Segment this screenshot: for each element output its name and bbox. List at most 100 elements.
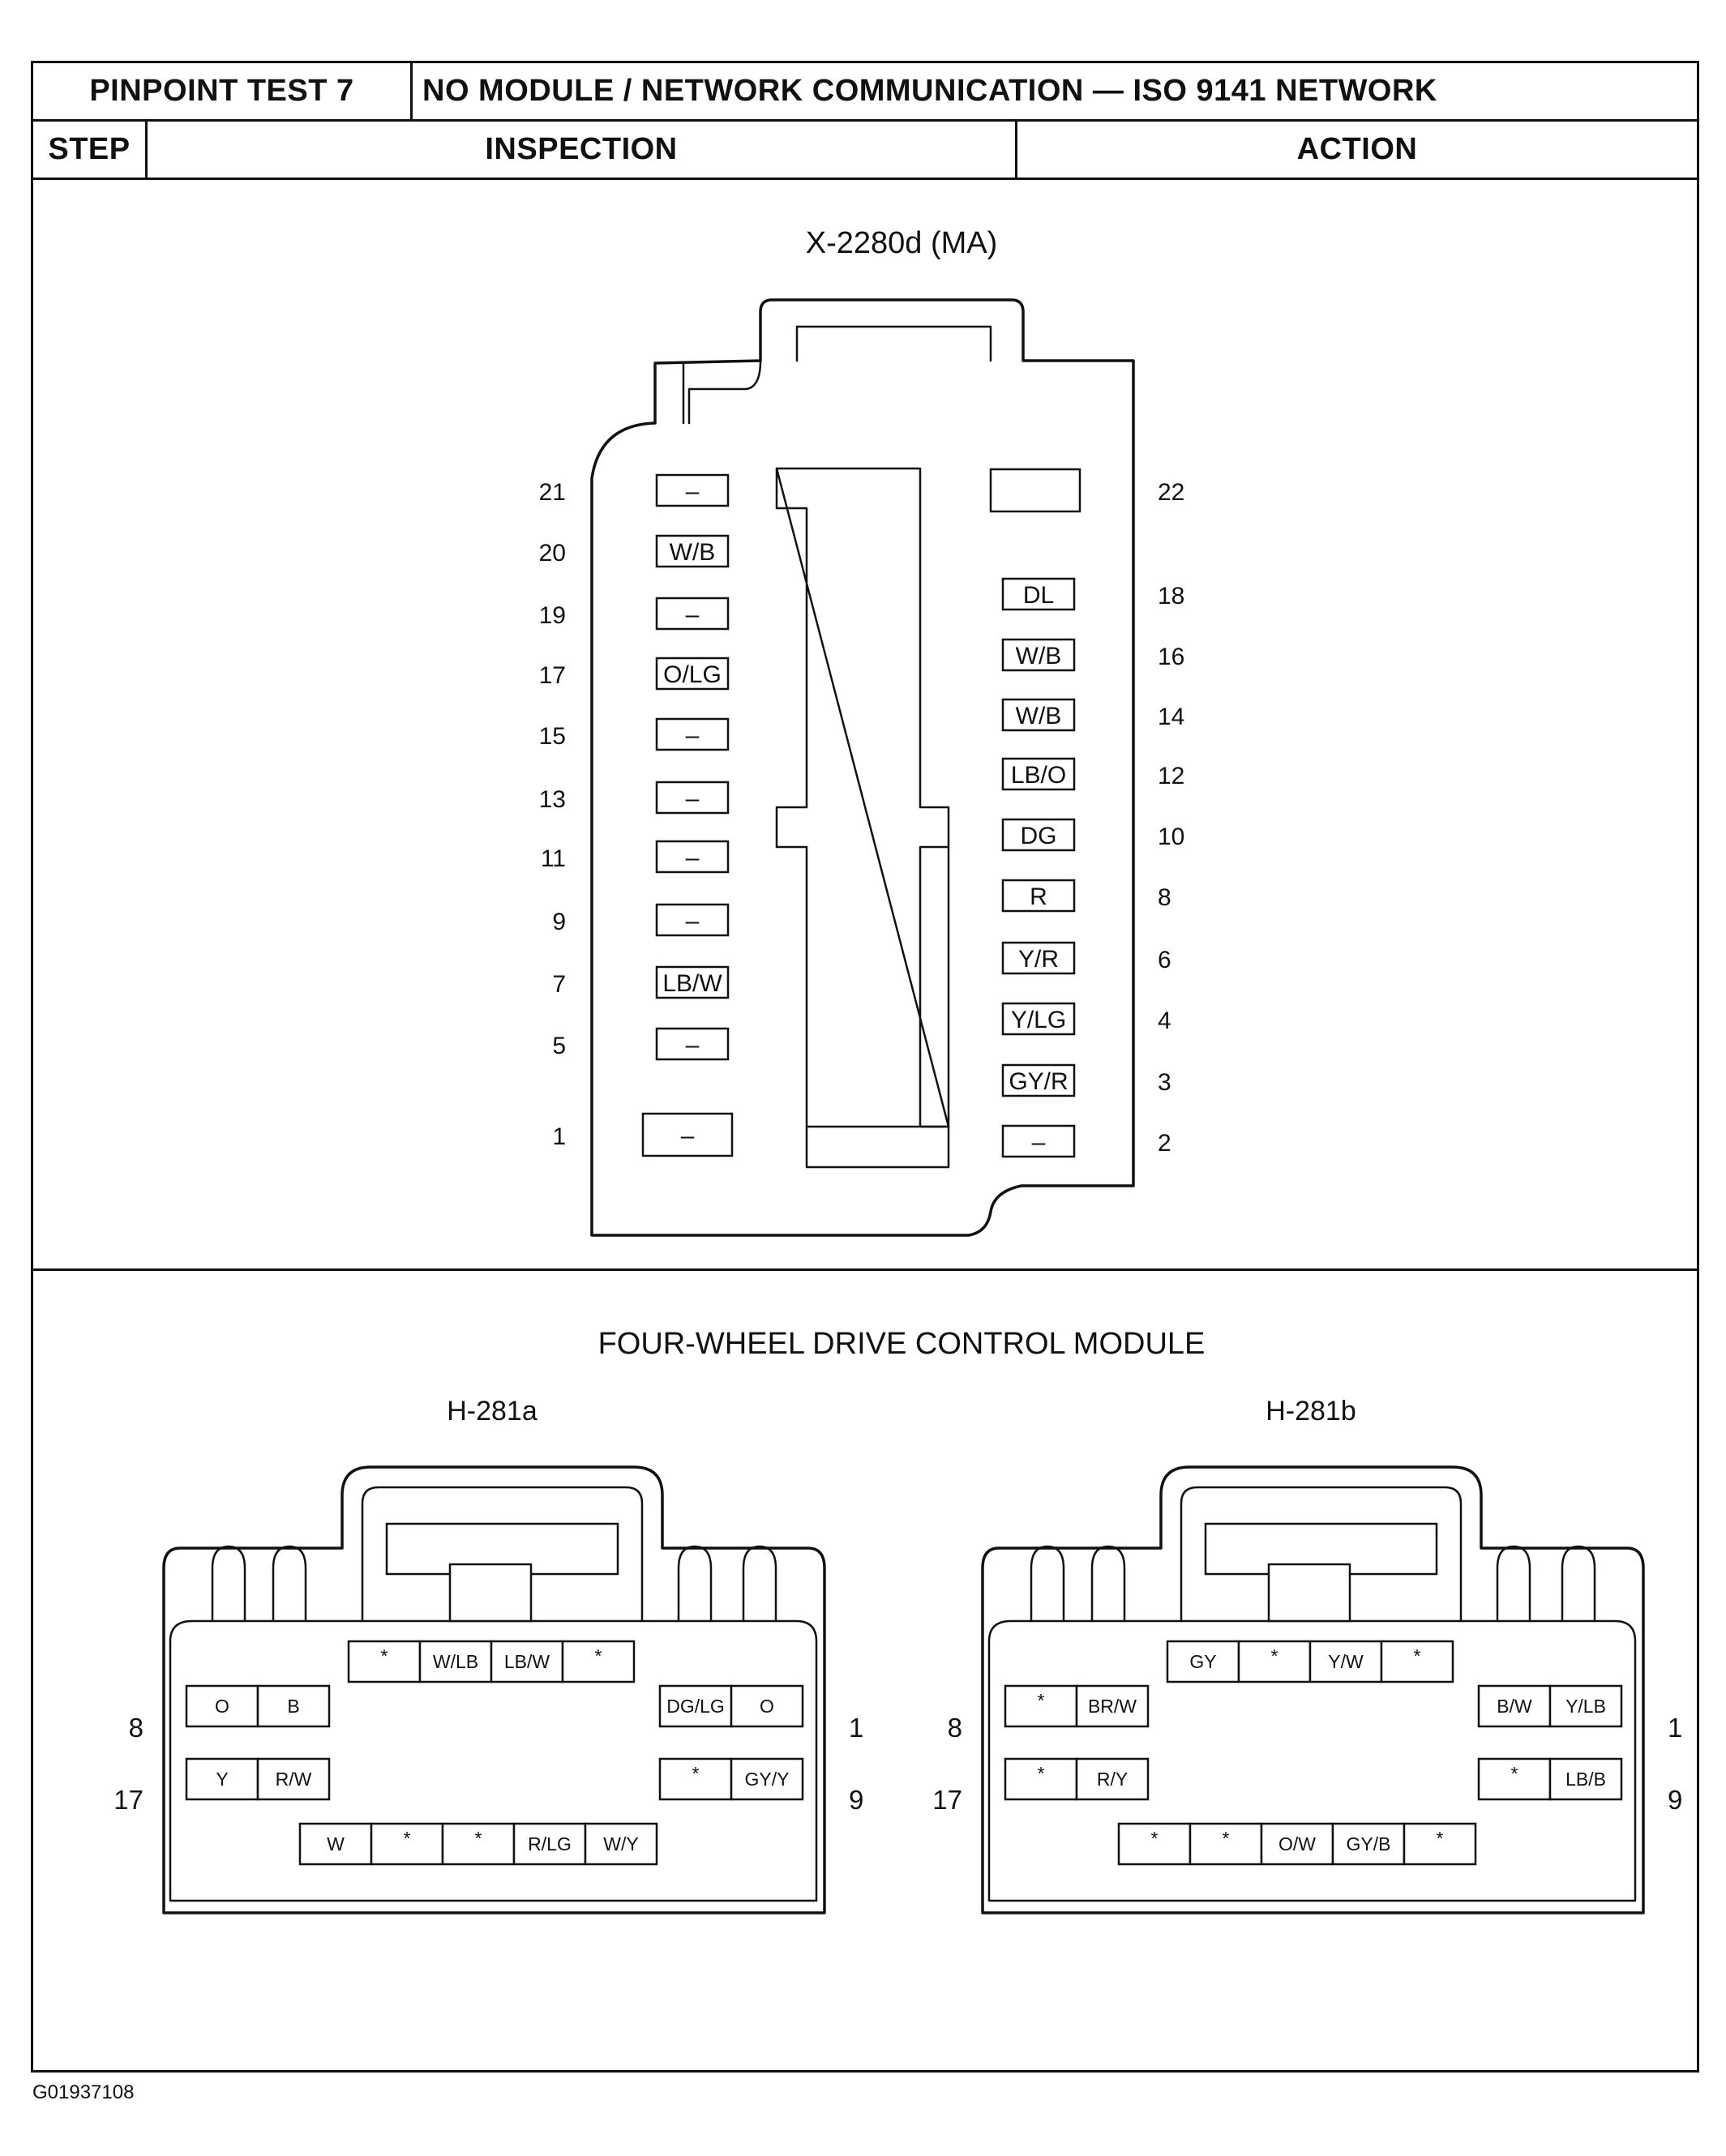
wire-color-label: –: [686, 908, 700, 935]
wire-color-label: GY/Y: [745, 1769, 790, 1790]
center-key: [775, 467, 950, 1128]
pin-number: 9: [552, 909, 566, 935]
test-label: PINPOINT TEST 7: [89, 74, 354, 108]
pin-cell: [561, 1640, 636, 1683]
pin-box: [655, 717, 730, 751]
wire-color-label: O: [760, 1696, 774, 1717]
pin-box: [655, 473, 730, 507]
wire-color-label: O/LG: [663, 661, 722, 688]
housing-rib: [1496, 1545, 1531, 1623]
pin-cell: [584, 1822, 658, 1866]
pin-box: [1001, 577, 1076, 611]
pin-box: [1001, 757, 1076, 791]
title-row: PINPOINT TEST 7 NO MODULE / NETWORK COMM…: [33, 63, 1697, 122]
pin-cell: [1075, 1684, 1150, 1728]
pin-box: [655, 1027, 730, 1061]
wire-color-label: LB/W: [662, 970, 722, 997]
wire-color-label: –: [686, 785, 700, 812]
wire-color-label: –: [686, 601, 700, 628]
housing-rib: [1090, 1545, 1126, 1623]
wire-color-label: –: [686, 722, 700, 749]
wire-color-label: GY: [1189, 1651, 1216, 1672]
pin-box: [655, 597, 730, 631]
wire-color-label: DG/LG: [666, 1696, 725, 1717]
wire-color-label: *: [404, 1828, 411, 1849]
pin-number: 3: [1158, 1069, 1171, 1096]
connector-face: [987, 1619, 1637, 1902]
connector-x2280d-body: [590, 298, 1135, 1237]
wire-color-label: *: [1038, 1690, 1045, 1711]
pin-number: 17: [539, 662, 566, 689]
latch-key: [1267, 1563, 1351, 1623]
pin-number: 8: [129, 1713, 143, 1743]
wire-color-label: *: [1511, 1763, 1518, 1784]
col-inspection: INSPECTION: [485, 132, 678, 166]
housing-rib: [1030, 1545, 1065, 1623]
connector-name: H-281b: [1266, 1396, 1356, 1427]
wire-color-label: LB/W: [504, 1651, 550, 1672]
pin-number: 2: [1158, 1130, 1171, 1157]
connector-x2280d: X-2280d (MA) –21W/B20–19O/LG17–15–13–11–…: [539, 226, 1184, 1237]
pin-cell: [512, 1822, 587, 1866]
wire-color-label: –: [681, 1123, 695, 1149]
housing-rib: [272, 1545, 307, 1623]
wire-color-label: DG: [1021, 823, 1057, 849]
module-title: FOUR-WHEEL DRIVE CONTROL MODULE: [598, 1327, 1206, 1361]
pin-box: [655, 965, 730, 999]
pin-box: [655, 657, 730, 691]
pin-box: [1001, 1002, 1076, 1036]
pin-number: 8: [1158, 884, 1171, 911]
pin-number: 9: [849, 1785, 863, 1815]
pin-box: [655, 840, 730, 874]
pin-number: 16: [1158, 644, 1184, 670]
center-key: [775, 467, 950, 1169]
pin-number: 12: [1158, 763, 1184, 789]
housing-rib: [677, 1545, 713, 1623]
pin-cell: [1260, 1822, 1334, 1866]
pin-number: 10: [1158, 823, 1184, 850]
wire-color-label: R: [1030, 883, 1047, 910]
wire-color-label: W/Y: [603, 1833, 638, 1854]
pin-cell: [185, 1757, 259, 1801]
wire-color-label: –: [1032, 1129, 1046, 1156]
wire-color-label: –: [686, 845, 700, 871]
housing-rib: [1561, 1545, 1596, 1623]
wire-color-label: *: [1038, 1763, 1045, 1784]
connector-name: H-281a: [447, 1396, 538, 1427]
pin-cell: [1075, 1757, 1150, 1801]
wire-color-label: *: [475, 1828, 482, 1849]
pin-number: 1: [849, 1713, 863, 1743]
wire-color-label: Y/R: [1018, 946, 1059, 973]
pin-cell: [256, 1684, 331, 1728]
pin-box: [1001, 879, 1076, 913]
pin-cell: [1004, 1757, 1078, 1801]
wire-color-label: R/Y: [1097, 1769, 1128, 1790]
wire-color-label: –: [686, 1032, 700, 1059]
pin-box: [655, 781, 730, 815]
pin-number: 9: [1668, 1785, 1682, 1815]
pinpoint-test-table: PINPOINT TEST 7 NO MODULE / NETWORK COMM…: [31, 61, 1699, 2073]
divider: [1015, 122, 1017, 178]
wire-color-label: W/B: [1016, 643, 1062, 669]
pin-box: [1001, 698, 1076, 732]
wire-color-label: B/W: [1497, 1696, 1532, 1717]
pin-number: 15: [539, 723, 566, 750]
pin-number: 6: [1158, 947, 1171, 973]
pin-number: 1: [552, 1123, 566, 1150]
wire-color-label: W/B: [1016, 703, 1062, 729]
wire-color-label: LB/O: [1011, 762, 1066, 789]
wire-color-label: *: [1414, 1645, 1421, 1666]
pin-number: 7: [552, 971, 566, 998]
housing-rib: [742, 1545, 777, 1623]
pin-box: [655, 534, 730, 568]
wire-color-label: *: [595, 1645, 602, 1666]
pin-box: [655, 903, 730, 937]
pin-box: [641, 1112, 734, 1157]
pin-box: [1001, 818, 1076, 852]
wire-color-label: W: [327, 1833, 345, 1854]
pin-cell: [1004, 1684, 1078, 1728]
connector-x2280d-title: X-2280d (MA): [806, 226, 998, 260]
